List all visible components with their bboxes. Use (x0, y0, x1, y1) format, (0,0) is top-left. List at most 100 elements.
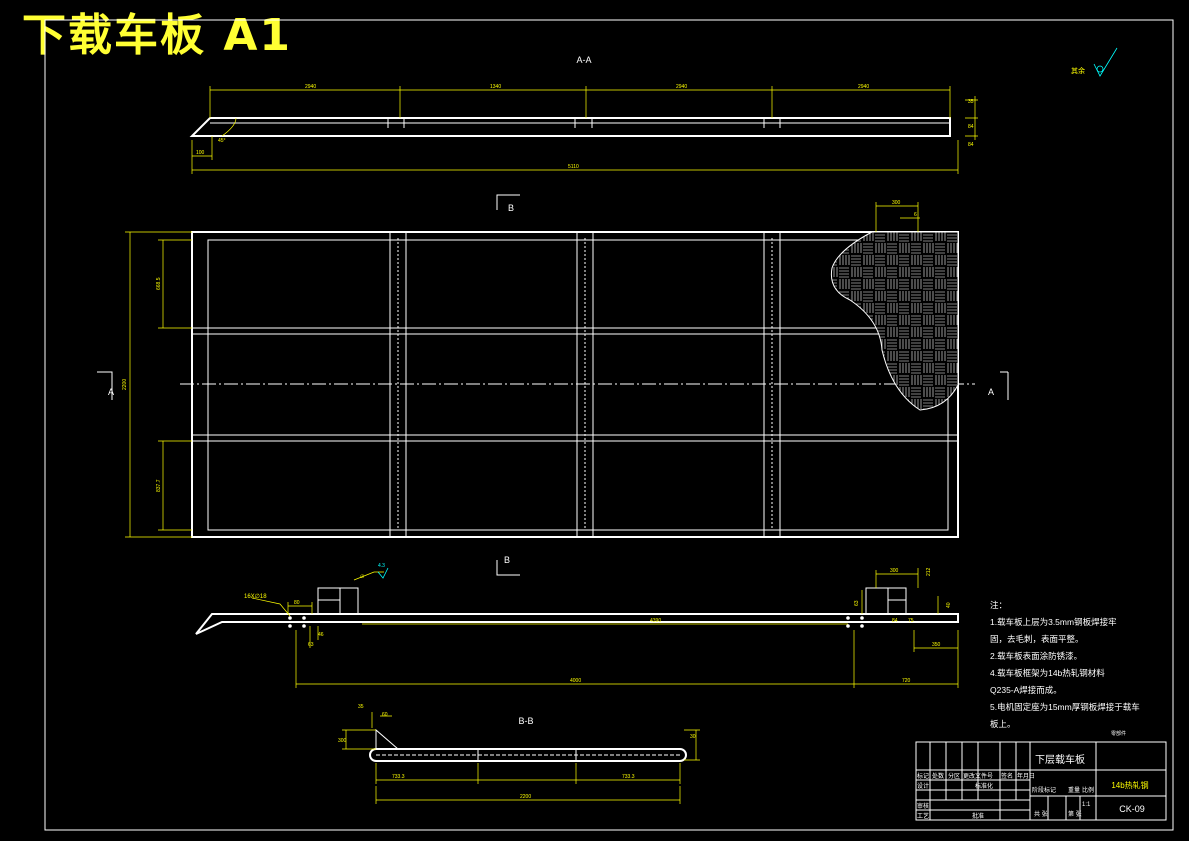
section-b-top-line (496, 194, 520, 210)
aa-dim-seg4: 2940 (858, 84, 869, 90)
tb-process: 工艺 (917, 812, 929, 820)
bb-dim-right-label: 30 (690, 734, 696, 740)
title-block-frame (915, 741, 1167, 821)
tb-sheets: 共 张 (1034, 810, 1048, 818)
tb-check: 审核 (917, 802, 929, 810)
plan-dim-bottom-row: 837.7 (156, 479, 162, 492)
tb-design: 设计 (917, 782, 929, 790)
side-dim-350-label: 350 (932, 642, 941, 648)
side-right-bracket-web (887, 588, 906, 614)
roughness-circle-icon (1096, 65, 1104, 73)
aa-dim-top (209, 86, 951, 118)
tb-count: 处数 (932, 772, 944, 780)
sheet-border (44, 19, 1174, 831)
tb-weight: 重量 (1068, 786, 1080, 794)
weld-callout: ∅ (360, 574, 364, 580)
hole-icon (288, 624, 292, 628)
plan-view: 2200 668.5 837.7 300 6 (122, 200, 975, 538)
tb-stage: 阶段标记 (1032, 786, 1056, 794)
tb-sign: 签名 (1001, 772, 1013, 780)
section-mark-a-right: A (988, 371, 1009, 400)
tb-standard: 标准化 (975, 782, 993, 790)
side-dim-80 (287, 602, 313, 614)
side-left-bracket (317, 587, 359, 615)
aa-dim-total-label: 5110 (568, 164, 579, 170)
view-bb-label: B-B (518, 716, 533, 726)
roughness-check-icon (1093, 47, 1118, 77)
tb-zone: 分区 (948, 772, 960, 780)
hole-icon (288, 616, 292, 620)
plan-dim-rows (158, 239, 192, 531)
bb-dim-right (684, 729, 700, 761)
side-dim-r75: 75 (908, 618, 914, 624)
note-line: 5.电机固定座为15mm厚钢板焊接于载车 (990, 702, 1140, 712)
side-dim-verticals (861, 590, 939, 614)
side-dim-212: 212 (926, 567, 932, 576)
plan-long-beams (192, 327, 958, 442)
sheet-title: 下载车板 A1 (22, 10, 292, 61)
tb-sheet: 第 张 (1068, 810, 1082, 818)
aa-profile (189, 117, 951, 137)
hole-icon (860, 624, 864, 628)
side-dim-bottom (295, 630, 959, 688)
note-line: 1.载车板上层为3.5mm钢板焊接牢 (990, 617, 1117, 627)
side-dim-bottom-label: 4000 (570, 678, 581, 684)
aa-dim-right (965, 96, 978, 140)
title-block-top-note: 零部件 (1111, 730, 1126, 737)
view-aa: 2940 1340 2940 2940 5110 100 45° 35 84 8… (189, 84, 978, 174)
section-mark-a-left: A (97, 371, 114, 400)
technical-notes: 注： 1.载车板上层为3.5mm钢板焊接牢 固，去毛刺，表面平整。 2.载车板表… (990, 600, 1140, 729)
view-aa-label: A-A (576, 55, 591, 65)
side-dim-46-label: 46 (318, 632, 324, 638)
plan-dim-top2: 6 (914, 212, 917, 218)
side-view: 16X∅18 ∅ 4.3 80 63 46 4390 4000 720 300 … (195, 563, 959, 688)
side-dim-r84: 84 (892, 618, 898, 624)
weld-value: 4.3 (378, 563, 385, 569)
hole-icon (302, 616, 306, 620)
bb-dim-left-label: 300 (338, 738, 347, 744)
bb-dim-top-label: 35 (358, 704, 364, 710)
aa-angle-label: 45° (218, 138, 226, 144)
aa-angle-arc (221, 117, 237, 137)
plan-dim-top-row: 668.5 (156, 277, 162, 290)
note-line: 板上。 (990, 719, 1016, 729)
side-right-bracket (865, 587, 907, 615)
aa-dim-r2: 84 (968, 124, 974, 130)
bb-dim-total (375, 786, 681, 804)
aa-dim-r3: 84 (968, 142, 974, 148)
weld-symbol-icon (377, 567, 389, 579)
tb-approve: 批准 (972, 812, 984, 820)
holes-callout: 16X∅18 (244, 593, 267, 600)
plan-dim-top1: 300 (892, 200, 901, 206)
hole-icon (860, 616, 864, 620)
side-dim-mid-label: 4390 (650, 618, 661, 624)
holes-leader (251, 597, 291, 617)
bb-dim-top2-label: 60 (382, 712, 388, 718)
note-line: Q235-A焊接而成。 (990, 685, 1062, 695)
bb-profile (369, 748, 687, 762)
bb-end-bracket (375, 728, 400, 750)
aa-crossmembers (387, 118, 781, 128)
section-b-top-label: B (508, 203, 514, 213)
plan-dim-top (875, 202, 920, 232)
section-mark-b-bottom: B (496, 555, 520, 576)
aa-dim-seg1: 2940 (305, 84, 316, 90)
aa-dim-total (191, 140, 959, 174)
hole-icon (846, 624, 850, 628)
section-mark-b-top: B (496, 194, 520, 213)
aa-dim-left-label: 100 (196, 150, 205, 156)
note-line: 固，去毛刺，表面平整。 (990, 634, 1084, 644)
section-b-bottom-line (496, 560, 520, 576)
section-b-bottom-label: B (504, 555, 510, 565)
side-dim-right-label: 720 (902, 678, 911, 684)
side-dim-top-right (875, 568, 919, 588)
bb-dim-segments (375, 763, 681, 784)
hole-icon (846, 616, 850, 620)
aa-dim-seg2: 1340 (490, 84, 501, 90)
plan-dim-height (125, 231, 192, 538)
aa-dim-seg3: 2940 (676, 84, 687, 90)
roughness-symbol: 其余 (1071, 47, 1118, 77)
drawing-number: CK-09 (1119, 804, 1145, 814)
tb-ratio: 1:1 (1082, 802, 1091, 808)
